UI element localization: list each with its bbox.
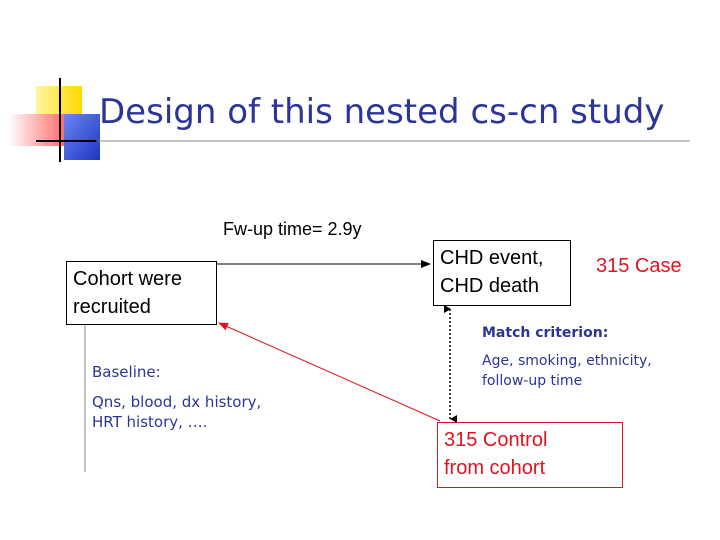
cohort-box-line2: recruited xyxy=(73,296,151,318)
followup-label: Fw-up time= 2.9y xyxy=(223,219,362,239)
chd-event-box: CHD event, CHD death xyxy=(433,240,571,306)
match-line2: follow-up time xyxy=(482,373,583,389)
control-box: 315 Control from cohort xyxy=(437,422,623,488)
match-line1: Age, smoking, ethnicity, xyxy=(482,353,652,369)
match-criterion-note: Match criterion: Age, smoking, ethnicity… xyxy=(482,323,652,391)
baseline-note: Baseline: Qns, blood, dx history, HRT hi… xyxy=(92,362,261,432)
corner-ornament xyxy=(8,78,100,162)
baseline-line1: Qns, blood, dx history, xyxy=(92,393,262,411)
control-box-line1: 315 Control xyxy=(444,429,548,451)
control-box-line2: from cohort xyxy=(444,457,546,479)
ornament-blue-square xyxy=(64,114,100,160)
cohort-box: Cohort were recruited xyxy=(66,261,217,325)
baseline-line2: HRT history, …. xyxy=(92,413,208,431)
match-title: Match criterion: xyxy=(482,325,609,341)
cohort-box-line1: Cohort were xyxy=(73,268,182,290)
chd-box-line1: CHD event, xyxy=(440,247,544,269)
slide-title: Design of this nested cs-cn study xyxy=(99,92,665,132)
case-count-label: 315 Case xyxy=(596,255,682,277)
baseline-title: Baseline: xyxy=(92,363,161,381)
chd-box-line2: CHD death xyxy=(440,275,539,297)
control-to-cohort-arrow xyxy=(218,322,441,422)
